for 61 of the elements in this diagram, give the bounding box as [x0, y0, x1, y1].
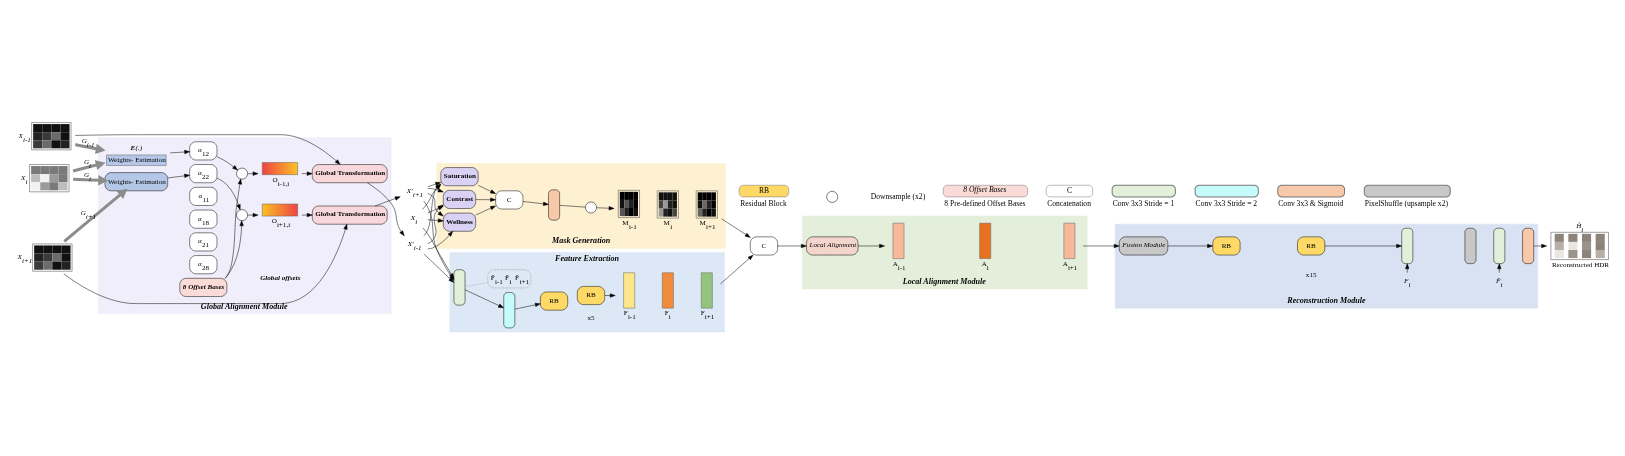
arrow: [478, 185, 496, 194]
arrow: [427, 218, 444, 223]
arrow: [63, 224, 348, 304]
node-circle: [236, 167, 248, 180]
arrow: [475, 197, 496, 202]
node-box: [1464, 228, 1477, 264]
arrow: [74, 143, 106, 154]
legend-label: Conv 3x3 Stride = 2: [1195, 199, 1258, 208]
arrow: [301, 171, 313, 176]
arrow: [367, 182, 405, 236]
legend-label: PixelShuffle (upsample x2): [1364, 199, 1448, 208]
arrow: [73, 175, 109, 186]
label: RB: [758, 185, 769, 195]
label: 8 Offset Bases: [963, 185, 1007, 195]
arrow: [475, 205, 496, 216]
arrow: [1324, 243, 1402, 248]
legend-label: Downsample (x2): [870, 191, 926, 201]
arrow: [596, 206, 615, 211]
arrow: [522, 201, 549, 206]
arrow: [167, 173, 190, 179]
legend-label: 8 Pre-defined Offset Bases: [944, 198, 1026, 208]
node-box: [1493, 228, 1506, 264]
arrow: [374, 196, 401, 207]
arrow: [301, 213, 313, 218]
arrow: [247, 213, 259, 218]
legend-label: Conv 3x3 & Sigmoid: [1278, 199, 1344, 208]
arrow: [721, 218, 751, 238]
connector: [464, 282, 488, 287]
arrow: [75, 134, 341, 165]
arrow: [247, 171, 259, 176]
node-box: [1522, 228, 1534, 264]
arrow: [857, 243, 885, 248]
node-box: [453, 269, 466, 306]
legend-label: Residual Block: [740, 198, 787, 208]
arrow: [63, 188, 128, 243]
arrow: [427, 231, 453, 250]
arrow: [1405, 263, 1410, 273]
arrow: [169, 149, 190, 154]
node-box: [548, 189, 560, 221]
arrow: [427, 188, 444, 193]
legend-label: Concatenation: [1047, 198, 1091, 208]
arrow: [216, 156, 238, 171]
node-circle: [585, 201, 597, 214]
node-box: [1401, 228, 1414, 264]
arrow: [1497, 263, 1502, 273]
arrow: [777, 243, 807, 248]
arrow: [514, 302, 541, 310]
arrow: [224, 178, 242, 279]
legend-label: Conv 3x3 Stride = 1: [1112, 199, 1175, 208]
arrow: [1533, 243, 1547, 248]
label: C: [1066, 185, 1072, 195]
arrow: [604, 293, 616, 298]
arrow: [1167, 243, 1213, 248]
arrow: [464, 289, 504, 309]
arrow: [720, 254, 754, 285]
node-circle: [236, 209, 248, 221]
arrow: [72, 160, 106, 173]
node-box: [503, 292, 516, 329]
arrow: [1082, 243, 1120, 248]
arrow: [216, 177, 241, 210]
arrow: [224, 220, 244, 279]
